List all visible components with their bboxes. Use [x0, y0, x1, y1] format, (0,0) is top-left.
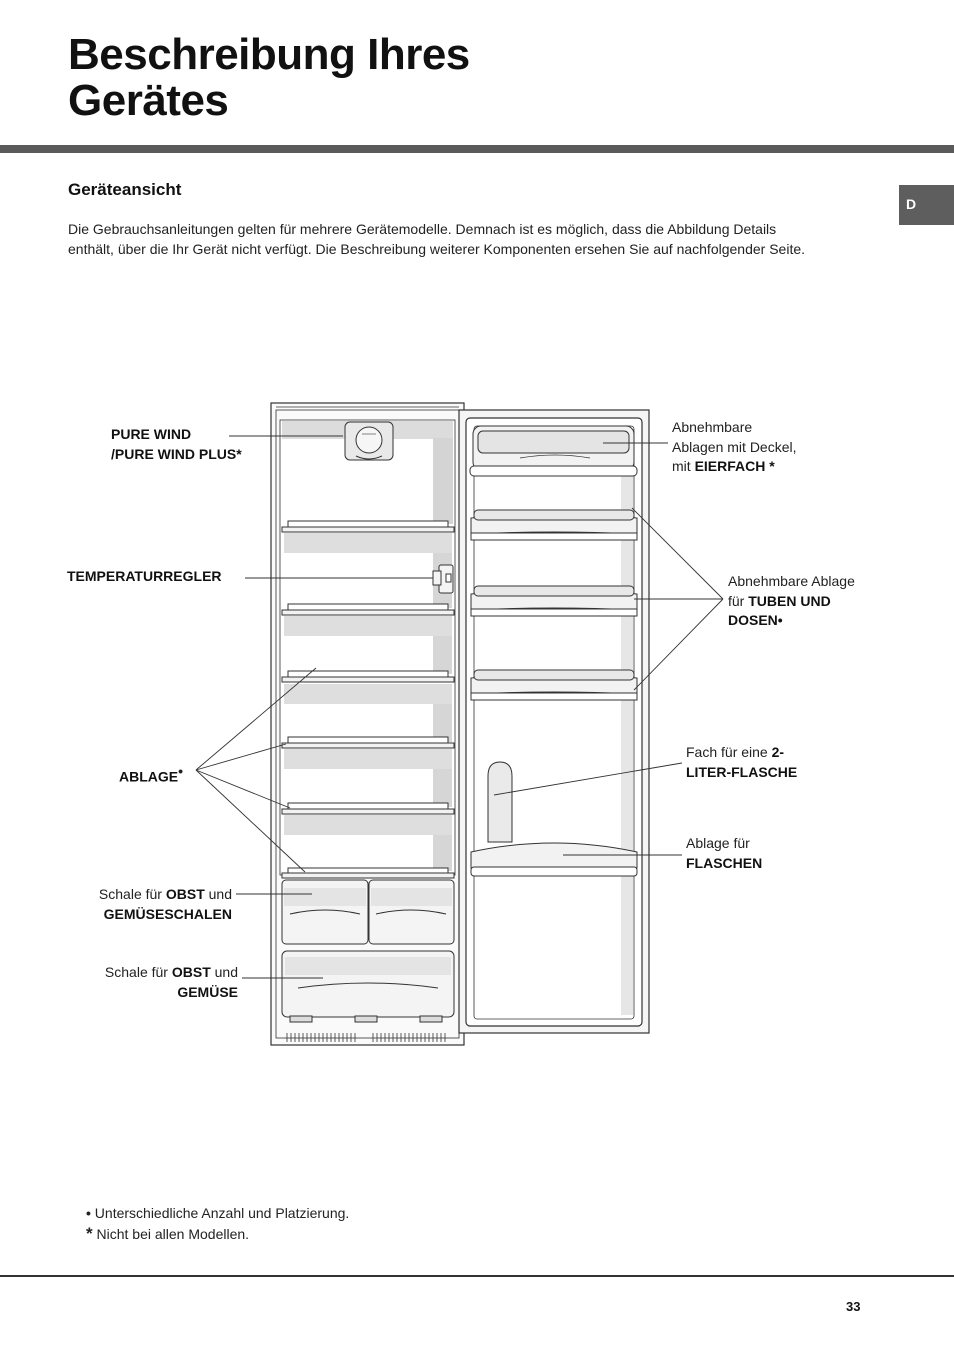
label-fach-flasche: Fach für eine 2- LITER-FLASCHE	[686, 743, 797, 782]
label-schale1-suffix: und	[204, 886, 232, 902]
label-ablage: ABLAGE•	[119, 762, 183, 787]
label-ablage-flaschen-line2: FLASCHEN	[686, 854, 763, 871]
footnotes: • Unterschiedliche Anzahl und Platzierun…	[86, 1204, 349, 1244]
label-abnehmbare-ablage-prefix: für	[728, 592, 749, 609]
page-number: 33	[846, 1299, 861, 1314]
label-ablage-flaschen-line1: Ablage für	[686, 835, 750, 851]
label-schale2-line2: GEMÜSE	[177, 983, 238, 1000]
label-ablage-flaschen: Ablage für FLASCHEN	[686, 834, 762, 873]
language-tab: D	[899, 185, 954, 225]
label-abnehmbare-ablage-bold: TUBEN UND	[748, 592, 831, 609]
footnote-star-text: Nicht bei allen Modellen.	[92, 1225, 250, 1242]
label-pure-wind-line2: /PURE WIND PLUS*	[111, 445, 242, 462]
intro-line1: Die Gebrauchsanleitungen gelten für mehr…	[68, 221, 777, 237]
intro-paragraph: Die Gebrauchsanleitungen gelten für mehr…	[68, 220, 868, 259]
label-schale1-bold: OBST	[165, 886, 205, 902]
footnote-star-mark: *	[86, 1223, 93, 1243]
label-temperaturregler: TEMPERATURREGLER	[67, 567, 222, 587]
label-schale1-line2: GEMÜSESCHALEN	[103, 905, 232, 922]
label-temperaturregler-text: TEMPERATURREGLER	[67, 568, 222, 584]
footnote-bullet: • Unterschiedliche Anzahl und Platzierun…	[86, 1204, 349, 1224]
crisper-drawers	[281, 879, 455, 1023]
label-abnehmbare-ablagen: Abnehmbare Ablagen mit Deckel, mit EIERF…	[672, 418, 797, 477]
label-schale2-suffix: und	[210, 964, 238, 980]
label-abnehmbare-ablage-line1: Abnehmbare Ablage	[728, 573, 855, 589]
title-divider-bar	[0, 145, 954, 153]
page-title-line2: Gerätes	[68, 76, 229, 125]
label-pure-wind: PURE WIND /PURE WIND PLUS*	[111, 425, 242, 464]
intro-line2: enthält, über die Ihr Gerät nicht verfüg…	[68, 240, 806, 257]
label-abnehmbare-ablagen-prefix: mit	[672, 458, 695, 474]
label-abnehmbare-ablagen-line1: Abnehmbare	[672, 419, 753, 435]
label-fach-flasche-prefix: Fach für eine	[686, 744, 772, 760]
page-title-line1: Beschreibung Ihres	[68, 30, 470, 79]
bottom-vent-grille	[286, 1033, 446, 1042]
fridge-door	[458, 409, 650, 1034]
leader-lines	[195, 435, 724, 979]
label-pure-wind-line1: PURE WIND	[111, 426, 192, 442]
section-heading: Geräteansicht	[68, 180, 182, 199]
footer-divider	[0, 1275, 954, 1277]
label-ablage-mark: •	[178, 763, 184, 779]
fridge-cabinet	[270, 402, 465, 1046]
label-ablage-text: ABLAGE	[119, 768, 179, 785]
door-bins	[469, 425, 638, 877]
footnote-star: * Nicht bei allen Modellen.	[86, 1224, 349, 1245]
pure-wind-fan	[344, 421, 394, 461]
label-abnehmbare-ablagen-line2: Ablagen mit Deckel,	[672, 438, 797, 455]
label-abnehmbare-ablage: Abnehmbare Ablage für TUBEN UND DOSEN•	[728, 572, 855, 631]
label-abnehmbare-ablagen-mark: *	[765, 458, 775, 474]
interior-shelves	[281, 520, 455, 879]
label-fach-flasche-line2: LITER-FLASCHE	[686, 763, 798, 780]
label-schale2-bold: OBST	[171, 964, 211, 980]
label-abnehmbare-ablagen-bold: EIERFACH	[694, 458, 766, 474]
label-schale-gemuese: Schale für OBST und GEMÜSE	[60, 963, 238, 1002]
label-schale-gemueseschalen: Schale für OBST und GEMÜSESCHALEN	[60, 885, 232, 924]
label-schale1-prefix: Schale für	[98, 886, 166, 902]
footnote-bullet-mark: •	[86, 1205, 91, 1221]
page-title: Beschreibung Ihres Gerätes	[68, 32, 470, 124]
temperature-regulator	[432, 564, 454, 594]
footnote-bullet-text: Unterschiedliche Anzahl und Platzierung.	[90, 1205, 350, 1221]
label-schale2-prefix: Schale für	[104, 964, 172, 980]
label-abnehmbare-ablage-line3: DOSEN•	[728, 612, 783, 628]
label-fach-flasche-bold: 2-	[771, 744, 785, 760]
